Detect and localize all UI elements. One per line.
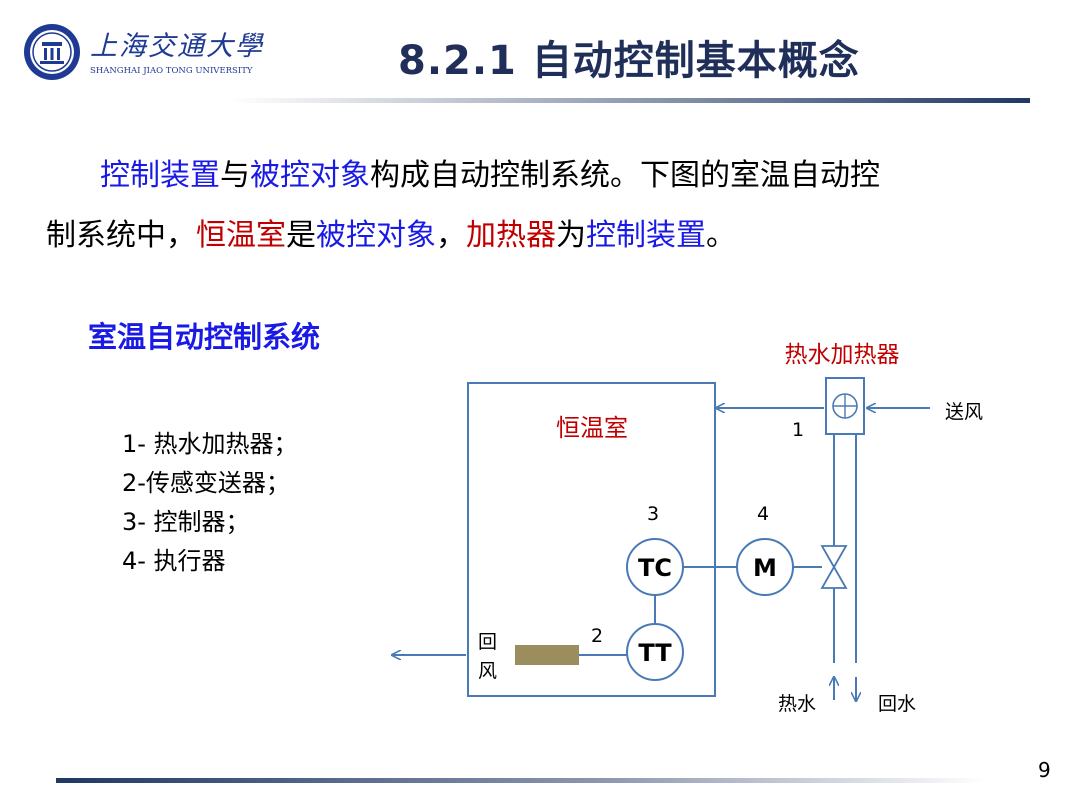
return-water-label: 回水 [878,693,916,715]
page-number: 9 [1038,758,1051,782]
footer-divider [56,778,986,783]
transmitter-circle [626,623,684,681]
actuator-circle [736,538,794,596]
hot-water-label: 热水 [778,693,816,715]
intro-text: 制系统中， [46,218,196,253]
return-air-label-bottom: 风 [478,660,497,682]
intro-control-device: 控制装置 [100,158,220,193]
sensor-number: 2 [591,625,603,647]
intro-text: 构成自动控制系统。下图的室温自动控 [370,158,880,193]
intro-heater: 加热器 [466,218,556,253]
controller-circle [626,538,684,596]
transmitter-label: TT [638,639,672,667]
intro-text: ， [436,218,466,253]
controller-label: TC [638,554,672,582]
logo-english-name: SHANGHAI JIAO TONG UNIVERSITY [90,66,253,76]
intro-controlled-object: 被控对象 [250,158,370,193]
intro-line-1: 控制装置与被控对象构成自动控制系统。下图的室温自动控 [100,158,880,193]
intro-paragraph: 控制装置与被控对象构成自动控制系统。下图的室温自动控 制系统中，恒温室是被控对象… [46,146,1046,266]
slide-title: 8.2.1 自动控制基本概念 [398,38,860,84]
intro-text: 为 [556,218,586,253]
intro-control-device: 控制装置 [586,218,706,253]
heater-label: 热水加热器 [785,342,900,368]
legend-item: 1- 热水加热器； [122,430,298,458]
intro-controlled-object: 被控对象 [316,218,436,253]
intro-line-2: 制系统中，恒温室是被控对象，加热器为控制装置。 [46,218,736,253]
intro-text: 是 [286,218,316,253]
university-seal-icon [24,24,80,80]
intro-text: 。 [706,218,736,253]
university-logo: 上海交通大學 SHANGHAI JIAO TONG UNIVERSITY [22,20,282,84]
heater-number: 1 [792,419,804,441]
component-legend: 1- 热水加热器； 2-传感变送器； 3- 控制器； 4- 执行器 [122,425,298,581]
valve-icon [820,545,848,569]
logo-chinese-name: 上海交通大學 [90,31,264,62]
legend-item: 4- 执行器 [122,547,226,575]
actuator-number: 4 [757,503,769,525]
supply-air-label: 送风 [945,401,983,423]
intro-thermostatic-room: 恒温室 [196,218,286,253]
section-heading: 室温自动控制系统 [88,320,321,354]
title-divider [230,98,1030,103]
return-air-label-top: 回 [478,631,497,653]
legend-item: 3- 控制器； [122,508,250,536]
intro-text: 与 [220,158,250,193]
room-label: 恒温室 [556,414,628,442]
temperature-sensor [515,645,579,665]
actuator-label: M [753,554,777,582]
legend-item: 2-传感变送器； [122,469,290,497]
controller-number: 3 [647,503,659,525]
thermostatic-room-box [467,382,716,697]
